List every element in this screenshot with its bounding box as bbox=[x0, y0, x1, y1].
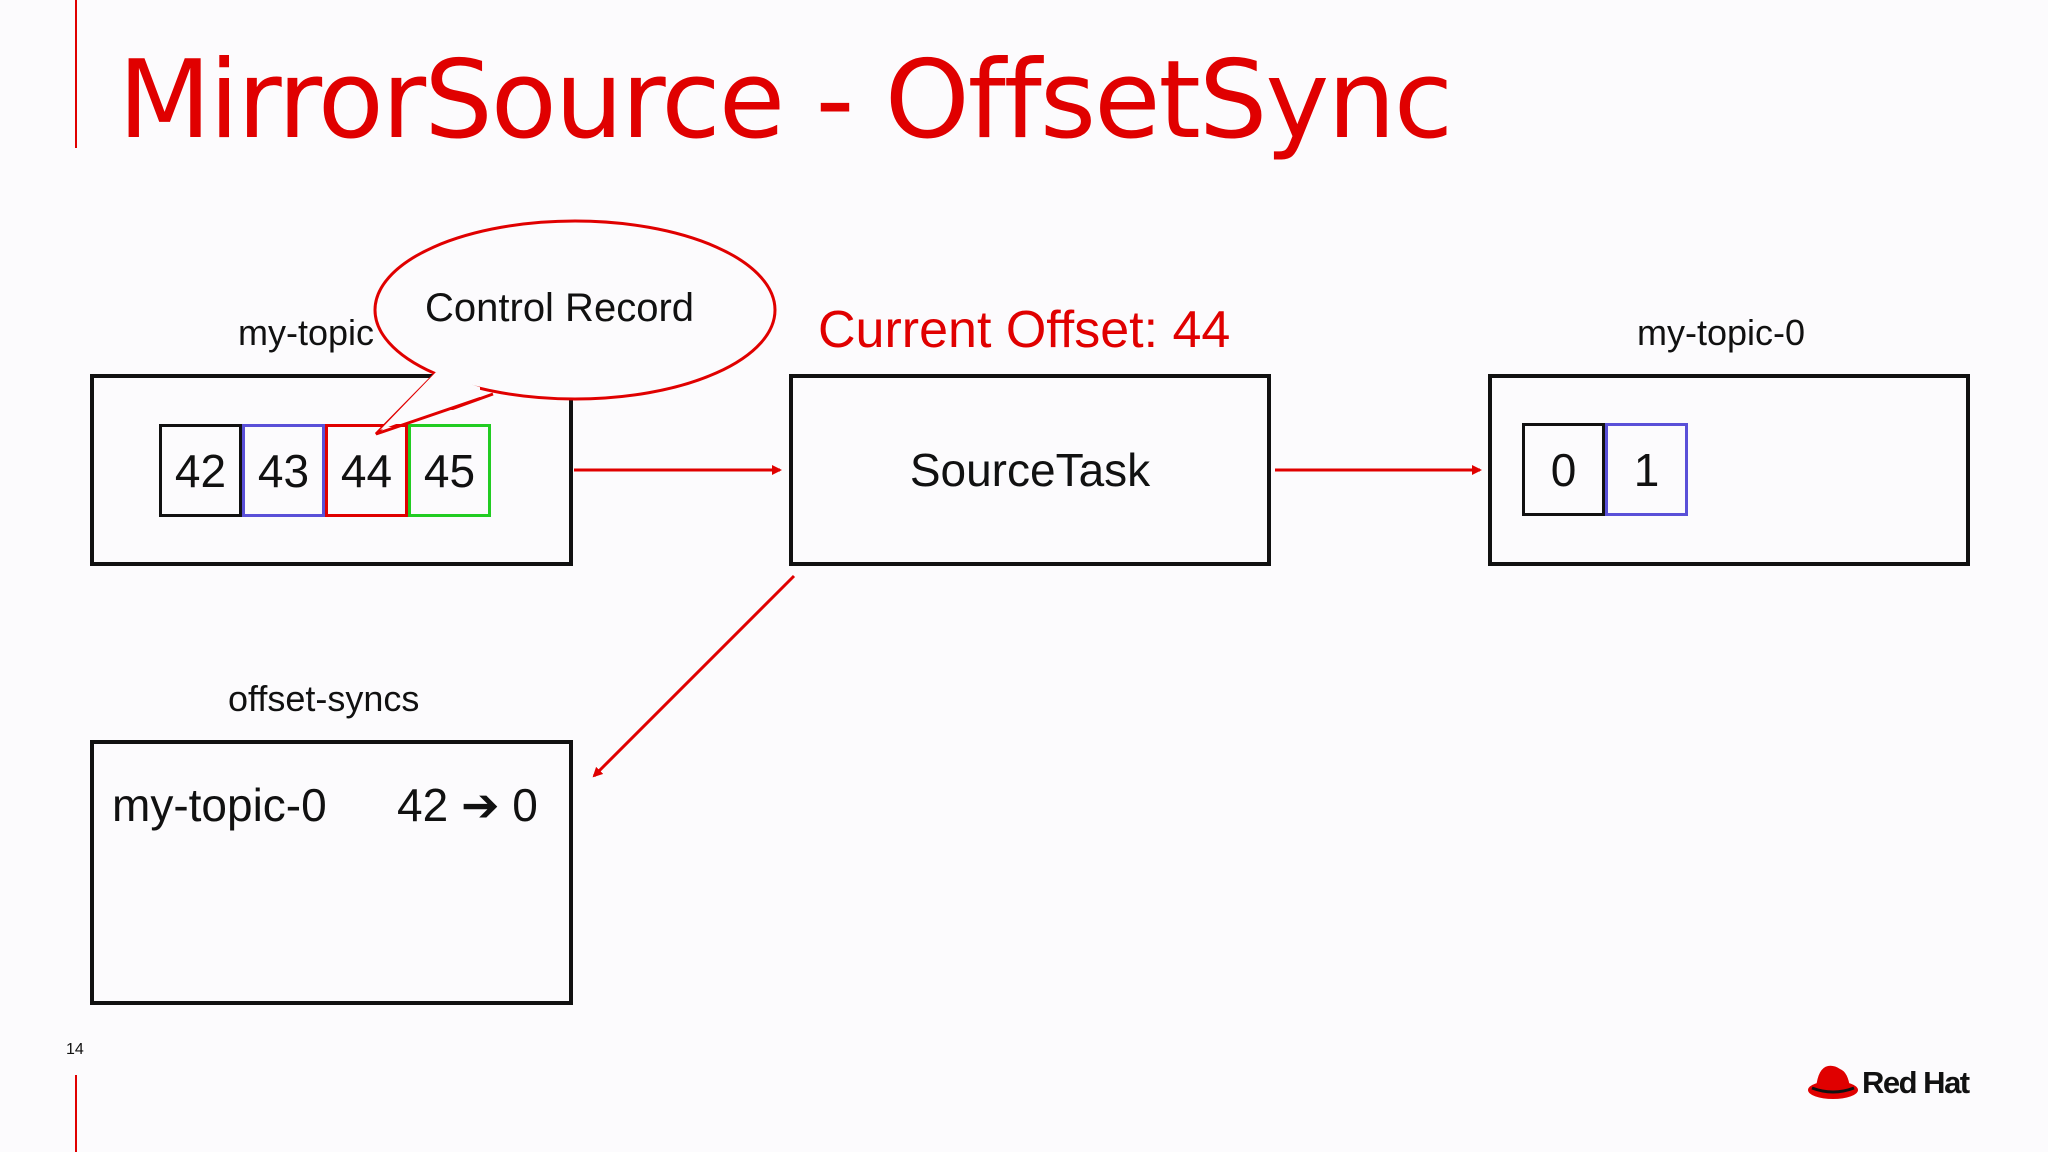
current-offset-label: Current Offset: 44 bbox=[818, 301, 1231, 359]
offset-sync-entry-topic: my-topic-0 bbox=[112, 779, 327, 831]
target-record-cell-1: 1 bbox=[1605, 423, 1688, 516]
target-topic-label: my-topic-0 bbox=[1637, 312, 1806, 353]
record-cell-45: 45 bbox=[408, 424, 491, 517]
callout-tail bbox=[374, 372, 480, 436]
brand-wordmark: Red Hat bbox=[1862, 1065, 1970, 1100]
offset-sync-entry-mapping: 42 ➔ 0 bbox=[397, 779, 538, 831]
record-cell-43: 43 bbox=[242, 424, 325, 517]
accent-bar-bottom bbox=[75, 1075, 77, 1152]
arrow-task-to-offset-syncs bbox=[592, 574, 796, 778]
callout-text: Control Record bbox=[425, 286, 695, 330]
target-record-list: 0 1 bbox=[1522, 423, 1688, 516]
source-task-label: SourceTask bbox=[909, 444, 1151, 496]
record-cell-44: 44 bbox=[325, 424, 408, 517]
page-number: 14 bbox=[66, 1041, 84, 1058]
target-topic-box bbox=[1488, 374, 1970, 566]
source-topic-box bbox=[90, 374, 573, 566]
offset-syncs-box bbox=[90, 740, 573, 1005]
target-record-cell-0: 0 bbox=[1522, 423, 1605, 516]
source-topic-label: my-topic bbox=[238, 312, 375, 353]
red-hat-logo-icon bbox=[1808, 1065, 1858, 1099]
source-record-list: 42 43 44 45 bbox=[159, 424, 491, 517]
accent-bar-top bbox=[75, 0, 77, 148]
offset-syncs-label: offset-syncs bbox=[228, 678, 420, 719]
slide-title: MirrorSource - OffsetSync bbox=[118, 38, 1453, 163]
source-task-box: SourceTask bbox=[789, 374, 1271, 566]
record-cell-42: 42 bbox=[159, 424, 242, 517]
